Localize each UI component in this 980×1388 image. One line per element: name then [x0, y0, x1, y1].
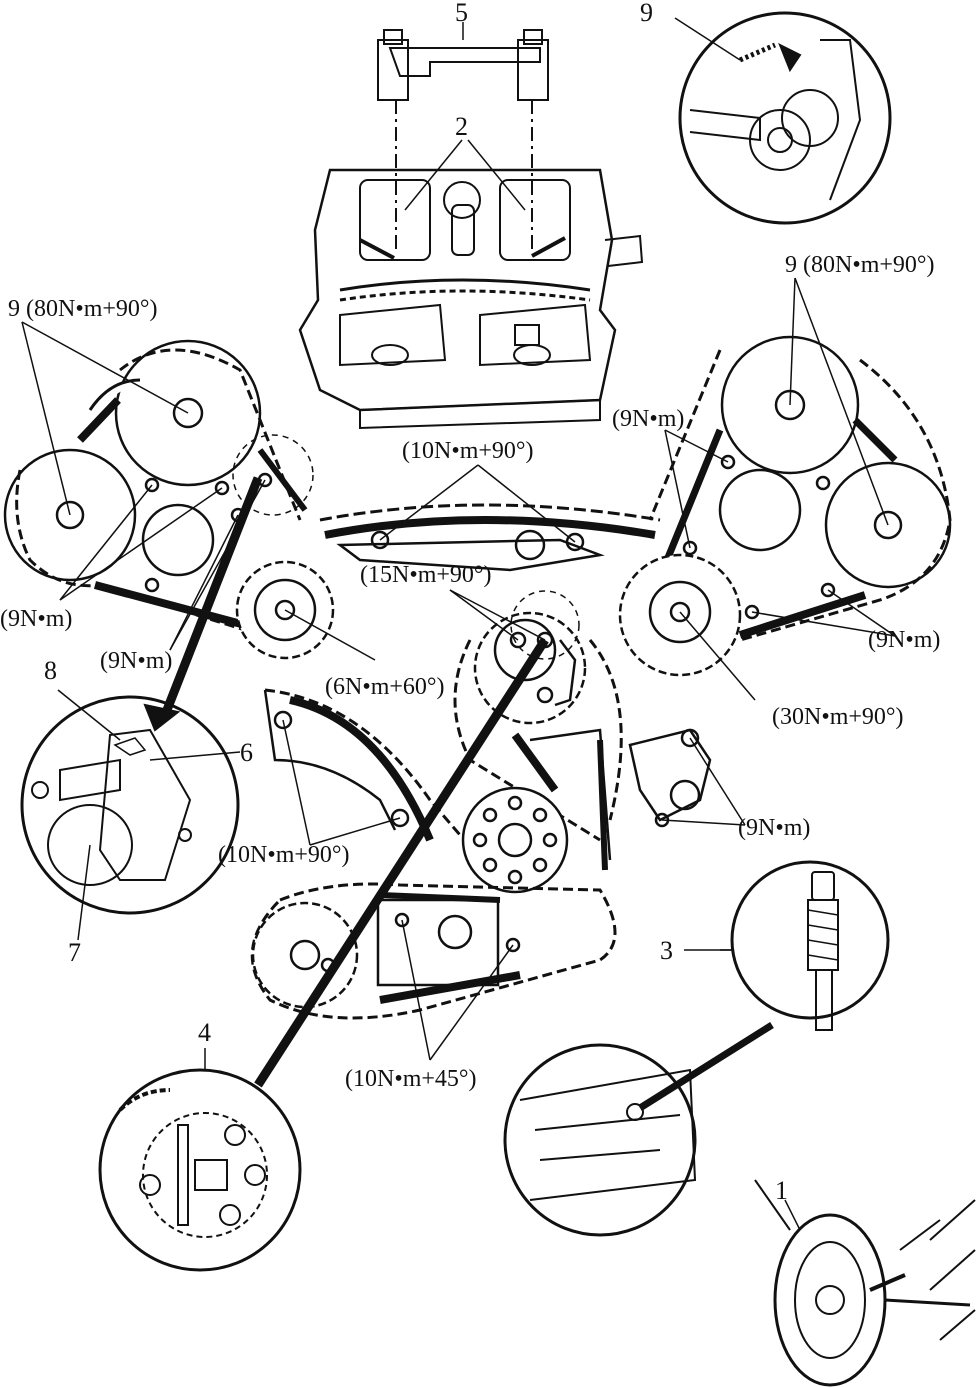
lower-balance-shaft-drive [250, 882, 617, 1020]
callout-6: 6 [240, 738, 253, 767]
callout-4: 4 [198, 1018, 211, 1047]
torque-label-left-cam-bolts: 9 (80N•m+90°) [8, 296, 158, 322]
torque-label-idler: (15N•m+90°) [360, 562, 492, 588]
torque-label-bottom-guide: (10N•m+45°) [345, 1066, 477, 1092]
right-intermediate-sprocket [618, 553, 742, 677]
left-lower-chain-guide [263, 688, 462, 842]
torque-label-left-guide-b: (9N•m) [100, 648, 173, 674]
torque-label-left-sprocket: (6N•m+60°) [325, 674, 445, 700]
torque-label-left-guide-a: (9N•m) [0, 606, 73, 632]
callout-7: 7 [68, 938, 81, 967]
cylinder-head-illustration [298, 29, 644, 430]
torque-label-left-lower-guide: (10N•m+90°) [218, 842, 350, 868]
torque-label-upper-guide: (10N•m+90°) [402, 438, 534, 464]
leader-lines [21, 22, 896, 1231]
crankshaft-pulley-illustration [754, 1179, 976, 1387]
callout-1: 1 [775, 1176, 788, 1205]
callout-2: 2 [455, 112, 468, 141]
torque-label-right-sprocket: (30N•m+90°) [772, 704, 904, 730]
right-tensioner [529, 728, 712, 861]
pointer-lines [143, 476, 774, 1111]
detail-circle-cam-bolt [674, 11, 892, 225]
detail-circle-locking-pin [503, 860, 890, 1237]
callout-8: 8 [44, 656, 57, 685]
torque-label-right-guide-lower: (9N•m) [868, 627, 941, 653]
upper-chain-guide [319, 503, 661, 572]
callout-9-top: 9 [640, 0, 653, 27]
torque-label-right-tensioner: (9N•m) [738, 815, 811, 841]
torque-label-right-cam-bolts: 9 (80N•m+90°) [785, 252, 935, 278]
detail-circle-idler-lock [98, 1068, 302, 1272]
callout-5: 5 [455, 0, 468, 27]
callout-3: 3 [660, 936, 673, 965]
torque-label-right-guide-upper: (9N•m) [612, 406, 685, 432]
detail-circle-tensioner [20, 695, 240, 915]
crankshaft-sprocket [461, 786, 569, 894]
